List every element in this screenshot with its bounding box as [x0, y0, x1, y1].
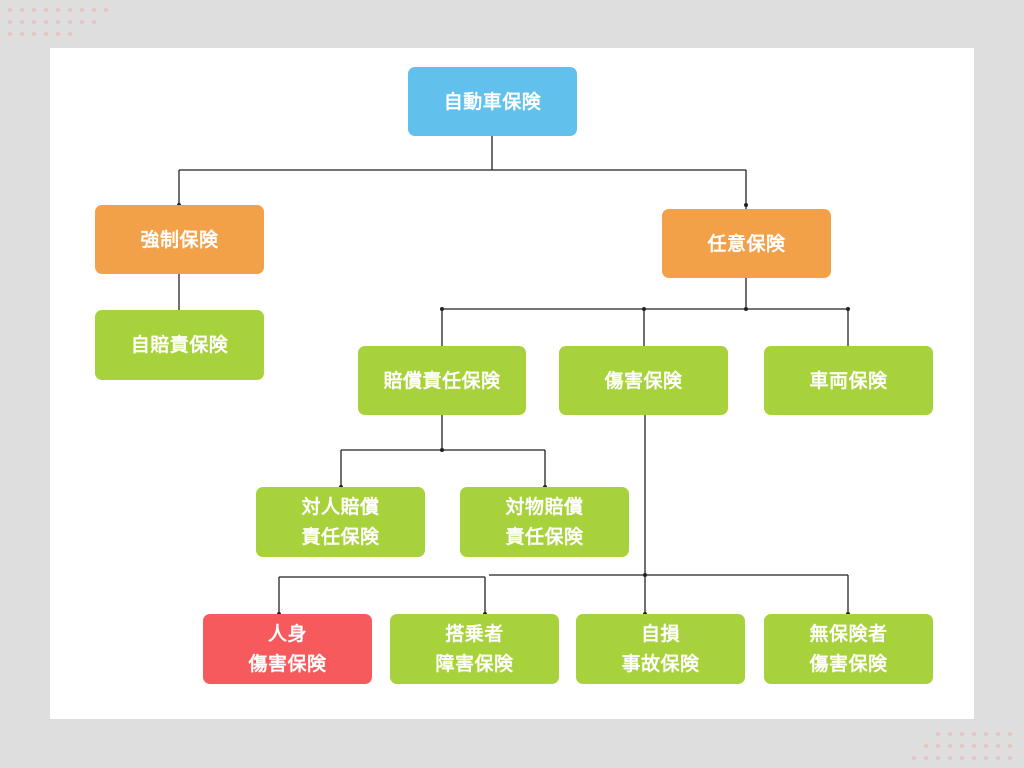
node-uninsured-motorist-insurance: 無保険者 傷害保険	[764, 614, 933, 684]
node-self-accident-insurance: 自損 事故保険	[576, 614, 745, 684]
decorative-dots-top-left	[6, 6, 116, 40]
node-label: 車両保険	[809, 369, 888, 392]
junction-dot	[744, 307, 748, 311]
junction-dot	[440, 448, 444, 452]
node-label-line2: 障害保険	[435, 653, 514, 675]
node-property-liability-insurance: 対物賠償 責任保険	[460, 487, 629, 557]
node-voluntary-insurance: 任意保険	[662, 209, 831, 278]
node-injury-insurance: 傷害保険	[559, 346, 728, 415]
junction-dot	[440, 307, 444, 311]
node-label-line2: 傷害保険	[248, 653, 327, 675]
junction-dot	[846, 307, 850, 311]
junction-dot	[744, 203, 748, 207]
node-passenger-insurance: 搭乗者 障害保険	[390, 614, 559, 684]
connector-lines	[177, 136, 850, 616]
node-personal-injury-insurance: 人身 傷害保険	[203, 614, 372, 684]
node-label-line1: 人身	[267, 623, 307, 645]
node-label: 傷害保険	[604, 369, 683, 392]
node-label-line2: 責任保険	[505, 526, 584, 548]
node-label-line1: 無保険者	[809, 623, 888, 645]
node-label-line1: 対人賠償	[301, 496, 380, 518]
node-liability-insurance: 賠償責任保険	[358, 346, 526, 415]
node-label-line2: 責任保険	[301, 526, 380, 548]
junction-dot	[643, 573, 647, 577]
node-label-line1: 搭乗者	[445, 623, 504, 645]
node-jibaiseki-insurance: 自賠責保険	[95, 310, 264, 380]
node-bodily-liability-insurance: 対人賠償 責任保険	[256, 487, 425, 557]
node-label-line1: 対物賠償	[505, 496, 584, 518]
node-vehicle-insurance: 車両保険	[764, 346, 933, 415]
node-label: 強制保険	[140, 228, 219, 251]
decorative-dots-bottom-right	[910, 728, 1020, 764]
node-label: 賠償責任保険	[383, 369, 501, 392]
node-label-line1: 自損	[640, 623, 680, 645]
node-label: 自賠責保険	[130, 334, 229, 356]
diagram-card: 自動車保険 強制保険 任意保険 自賠責保険 賠償責任保険 傷害保険 車両保険 対…	[50, 48, 974, 719]
node-compulsory-insurance: 強制保険	[95, 205, 264, 274]
node-label-line2: 傷害保険	[809, 653, 888, 675]
node-label: 任意保険	[707, 232, 786, 255]
node-label: 自動車保険	[443, 90, 542, 113]
node-label-line2: 事故保険	[621, 653, 700, 675]
node-auto-insurance: 自動車保険	[408, 67, 577, 136]
junction-dot	[642, 307, 646, 311]
